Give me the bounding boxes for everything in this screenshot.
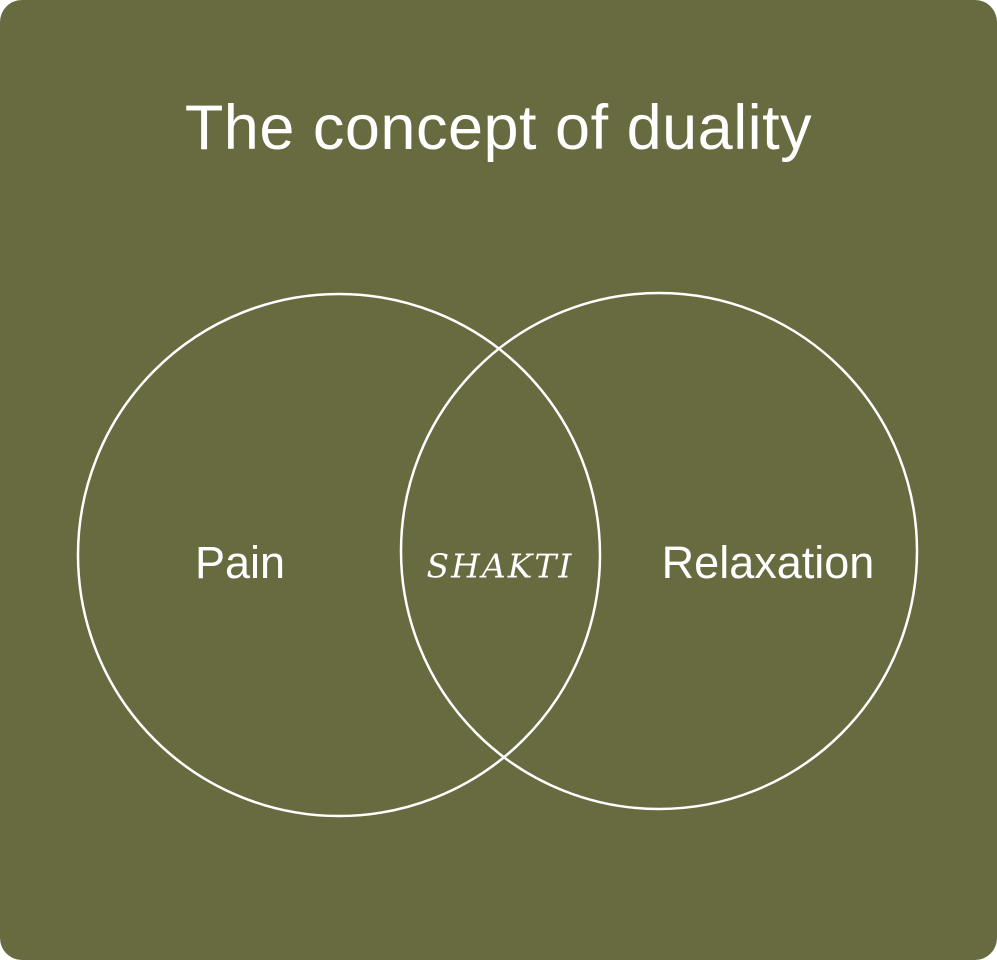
- venn-center-label: SHAKTI: [426, 546, 574, 586]
- page-title: The concept of duality: [184, 93, 813, 163]
- venn-left-label: Pain: [194, 537, 286, 588]
- venn-right-label: Relaxation: [661, 537, 875, 588]
- venn-circle-left: [76, 292, 602, 818]
- venn-circle-right: [399, 291, 919, 811]
